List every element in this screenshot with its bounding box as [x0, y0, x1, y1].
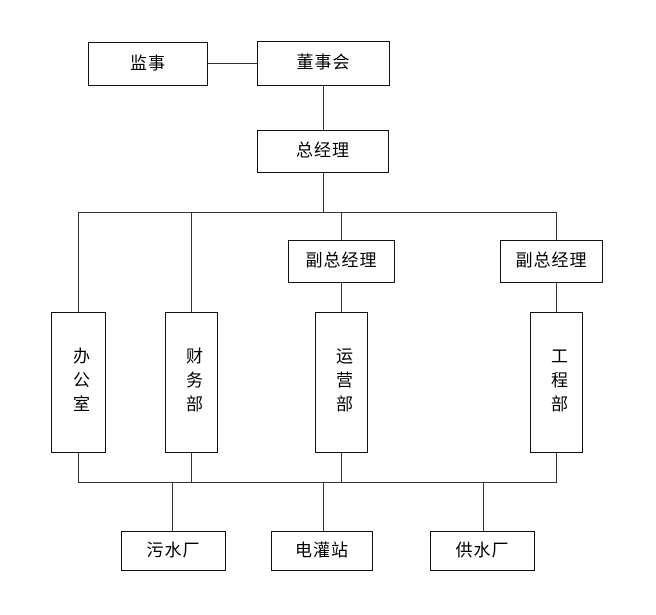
node-water-supply-plant[interactable]: 供水厂 — [430, 531, 535, 571]
node-irrigation-station[interactable]: 电灌站 — [271, 531, 373, 571]
node-deputy-general-manager-1-label: 副总经理 — [305, 251, 378, 272]
connector-upper-bus-to-deputy-manager-2 — [556, 212, 557, 241]
node-sewage-plant-label: 污水厂 — [146, 540, 201, 561]
node-engineering-department[interactable]: 工程部 — [530, 312, 583, 453]
node-deputy-general-manager-2-label: 副总经理 — [515, 251, 588, 272]
connector-deputy-manager-1-to-operations-dept — [341, 282, 342, 313]
node-supervisor[interactable]: 监事 — [88, 42, 208, 86]
connector-upper-bus-to-office — [78, 212, 79, 313]
node-engineering-department-label: 工程部 — [546, 346, 567, 419]
node-water-supply-plant-label: 供水厂 — [455, 540, 510, 561]
node-board-of-directors[interactable]: 董事会 — [257, 41, 390, 86]
node-finance-department[interactable]: 财务部 — [165, 312, 218, 453]
connector-lower-bus-to-sewage-plant — [172, 482, 173, 531]
node-office-label: 办公室 — [68, 346, 89, 419]
connector-finance-dept-to-lower-bus — [191, 452, 192, 483]
connector-supervisor-to-board — [208, 63, 257, 64]
connector-upper-bus-to-finance-dept — [191, 212, 192, 313]
node-office[interactable]: 办公室 — [51, 312, 106, 453]
connector-board-to-general-manager — [323, 85, 324, 130]
node-deputy-general-manager-2[interactable]: 副总经理 — [500, 240, 603, 283]
connector-office-to-lower-bus — [78, 452, 79, 483]
node-general-manager-label: 总经理 — [296, 141, 350, 162]
connector-lower-bus-to-water-supply-plant — [483, 482, 484, 531]
node-finance-department-label: 财务部 — [181, 346, 202, 419]
node-irrigation-station-label: 电灌站 — [295, 540, 349, 561]
connector-lower-bus — [78, 482, 557, 483]
node-sewage-plant[interactable]: 污水厂 — [121, 531, 226, 571]
connector-upper-bus-to-deputy-manager-1 — [341, 212, 342, 241]
connector-engineering-dept-to-lower-bus — [556, 452, 557, 483]
node-general-manager[interactable]: 总经理 — [257, 130, 389, 173]
node-board-of-directors-label: 董事会 — [296, 53, 351, 74]
node-operations-department-label: 运营部 — [331, 346, 352, 419]
connector-lower-bus-to-irrigation-station — [323, 482, 324, 531]
node-deputy-general-manager-1[interactable]: 副总经理 — [288, 240, 395, 283]
connector-upper-bus — [78, 212, 557, 213]
node-operations-department[interactable]: 运营部 — [315, 312, 368, 453]
node-supervisor-label: 监事 — [130, 53, 166, 74]
connector-general-manager-to-upper-bus — [323, 172, 324, 213]
connector-deputy-manager-2-to-engineering-dept — [556, 282, 557, 313]
connector-operations-dept-to-lower-bus — [341, 452, 342, 483]
